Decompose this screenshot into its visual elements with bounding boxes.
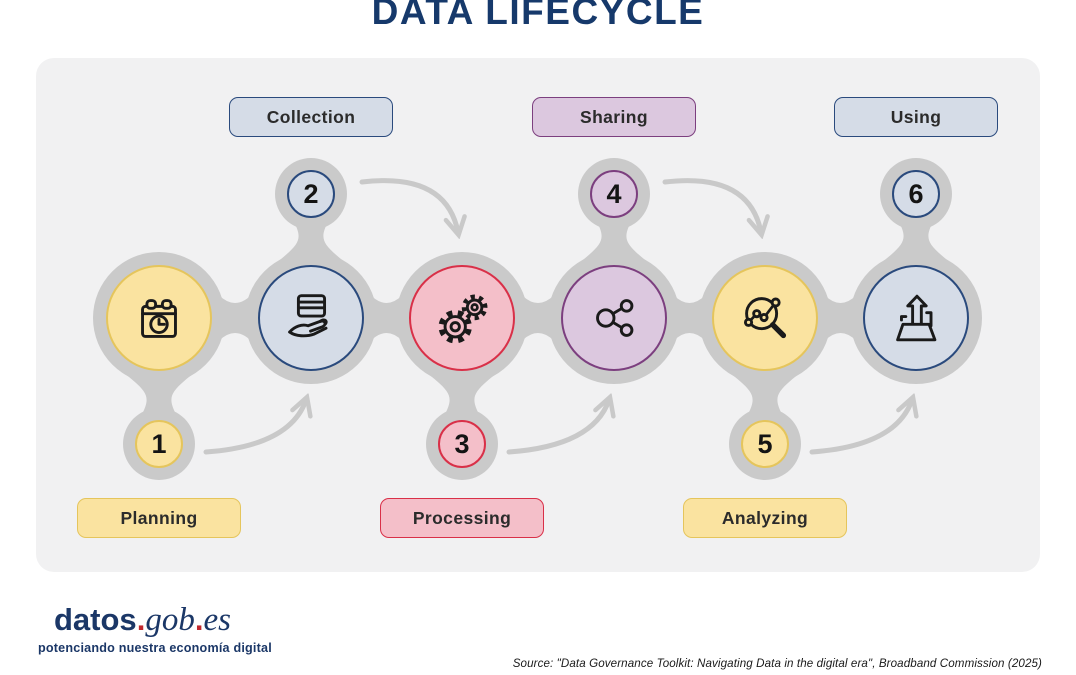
stage-circle-planning — [106, 265, 212, 371]
stage-label-using: Using — [834, 97, 998, 137]
stage-circle-sharing — [561, 265, 667, 371]
stage-label-analyzing: Analyzing — [683, 498, 847, 538]
stage-circle-using — [863, 265, 969, 371]
stage-circle-analyzing — [712, 265, 818, 371]
gears-icon — [438, 294, 488, 344]
stage-number-1: 1 — [135, 420, 183, 468]
card-hand-icon — [288, 294, 328, 338]
folder-upload-icon — [896, 294, 937, 342]
logo-wordmark: datos.gob.es — [38, 604, 272, 637]
stage-number-5: 5 — [741, 420, 789, 468]
stage-label-planning: Planning — [77, 498, 241, 538]
stage-number-4: 4 — [590, 170, 638, 218]
magnifier-chart-icon — [743, 297, 787, 339]
stage-label-collection: Collection — [229, 97, 393, 137]
calendar-clock-icon — [141, 299, 177, 338]
stage-number-3: 3 — [438, 420, 486, 468]
stage-label-processing: Processing — [380, 498, 544, 538]
stage-circle-collection — [258, 265, 364, 371]
datos-gob-es-logo: datos.gob.es potenciando nuestra economí… — [38, 604, 272, 656]
stage-number-6: 6 — [892, 170, 940, 218]
logo-dot: . — [194, 602, 204, 637]
share-network-icon — [596, 299, 634, 337]
page-title: DATA LIFECYCLE — [371, 0, 705, 32]
source-citation: Source: "Data Governance Toolkit: Naviga… — [512, 657, 1042, 670]
logo-gob: gob — [145, 602, 195, 638]
logo-dot: . — [136, 602, 146, 637]
stage-number-2: 2 — [287, 170, 335, 218]
logo-datos: datos — [54, 602, 137, 637]
logo-tagline: potenciando nuestra economía digital — [38, 641, 272, 655]
stage-circle-processing — [409, 265, 515, 371]
stage-label-sharing: Sharing — [532, 97, 696, 137]
logo-es: es — [203, 602, 231, 638]
